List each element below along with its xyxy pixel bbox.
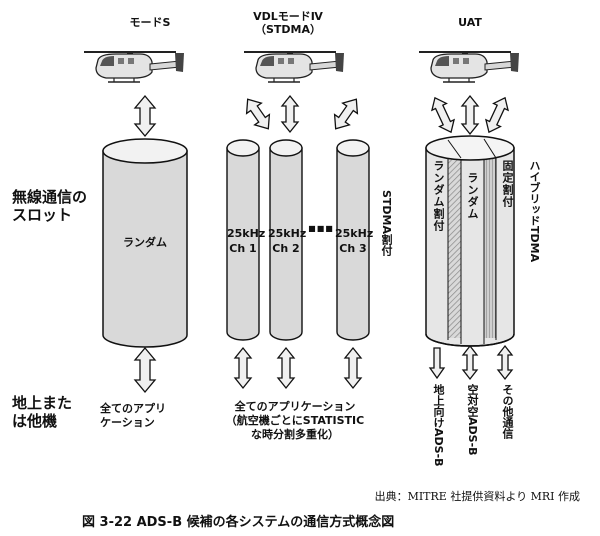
uat-cylinder xyxy=(425,135,515,347)
double-arrow-icon xyxy=(133,94,157,138)
vdl-channel-3: 25kHz Ch 3 xyxy=(335,226,374,256)
row-label-ground-or-aircraft: 地上また は他機 xyxy=(12,394,73,430)
header-vdl-mode-4: VDLモードⅣ （STDMA） xyxy=(253,10,323,36)
source-note: 出典：MITRE 社提供資料より MRI 作成 xyxy=(374,490,580,503)
double-arrow-icon xyxy=(461,344,479,381)
uat-stripe-random-assigned: ランダム割付 xyxy=(432,160,445,232)
uat-stripe-fixed-assigned: 固定割付 xyxy=(501,160,514,208)
vdl-channel-freq: 25kHz xyxy=(335,227,374,240)
double-arrow-icon xyxy=(133,346,157,394)
header-uat: UAT xyxy=(458,16,482,29)
vdl-channel-number: Ch 3 xyxy=(339,242,367,255)
double-arrow-icon xyxy=(333,98,359,130)
double-arrow-icon xyxy=(245,98,271,130)
double-arrow-icon xyxy=(276,346,296,390)
mode-s-all-applications: 全てのアプリ ケーション xyxy=(100,402,166,429)
vdl-channel-cylinder-1 xyxy=(226,139,260,341)
vdl-channel-cylinder-2 xyxy=(269,139,303,341)
vdl-channel-number: Ch 1 xyxy=(229,242,257,255)
double-arrow-icon xyxy=(430,96,456,134)
vdl-channel-number: Ch 2 xyxy=(272,242,300,255)
mode-s-cylinder xyxy=(102,138,188,348)
vdl-all-applications: 全てのアプリケーション （航空機ごとにSTATISTIC な時分割多重化） xyxy=(225,400,365,441)
header-mode-s: モードS xyxy=(129,16,171,29)
vdl-channel-cylinder-3 xyxy=(336,139,370,341)
helicopter-icon xyxy=(243,51,345,83)
double-arrow-icon xyxy=(496,344,514,381)
double-arrow-icon xyxy=(484,96,510,134)
uat-stripe-random: ランダム xyxy=(466,172,479,220)
helicopter-icon xyxy=(418,51,520,83)
uat-other-comms-label: その他通信 xyxy=(501,384,514,439)
uat-hybrid-tdma-label: ハイブリッドTDMA xyxy=(528,160,541,263)
vdl-channel-2: 25kHz Ch 2 xyxy=(268,226,307,256)
vdl-channel-1: 25kHz Ch 1 xyxy=(227,226,266,256)
vdl-ellipsis: ■■■ xyxy=(308,224,334,233)
helicopter-icon xyxy=(83,51,185,83)
row-label-radio-slots: 無線通信の スロット xyxy=(12,188,88,224)
double-arrow-icon xyxy=(343,346,363,390)
double-arrow-icon xyxy=(428,347,446,380)
vdl-channel-freq: 25kHz xyxy=(268,227,307,240)
figure-caption: 図 3-22 ADS-B 候補の各システムの通信方式概念図 xyxy=(82,515,395,530)
mode-s-random-label: ランダム xyxy=(123,236,167,249)
double-arrow-icon xyxy=(460,94,480,136)
double-arrow-icon xyxy=(233,346,253,390)
vdl-channel-freq: 25kHz xyxy=(227,227,266,240)
uat-air-to-air-adsb-label: 空対空ADS-B xyxy=(466,384,479,456)
double-arrow-icon xyxy=(280,94,300,134)
vdl-stdma-assignment-label: STDMA割付 xyxy=(380,190,393,257)
uat-ground-adsb-label: 地上向けADS-B xyxy=(432,384,445,467)
